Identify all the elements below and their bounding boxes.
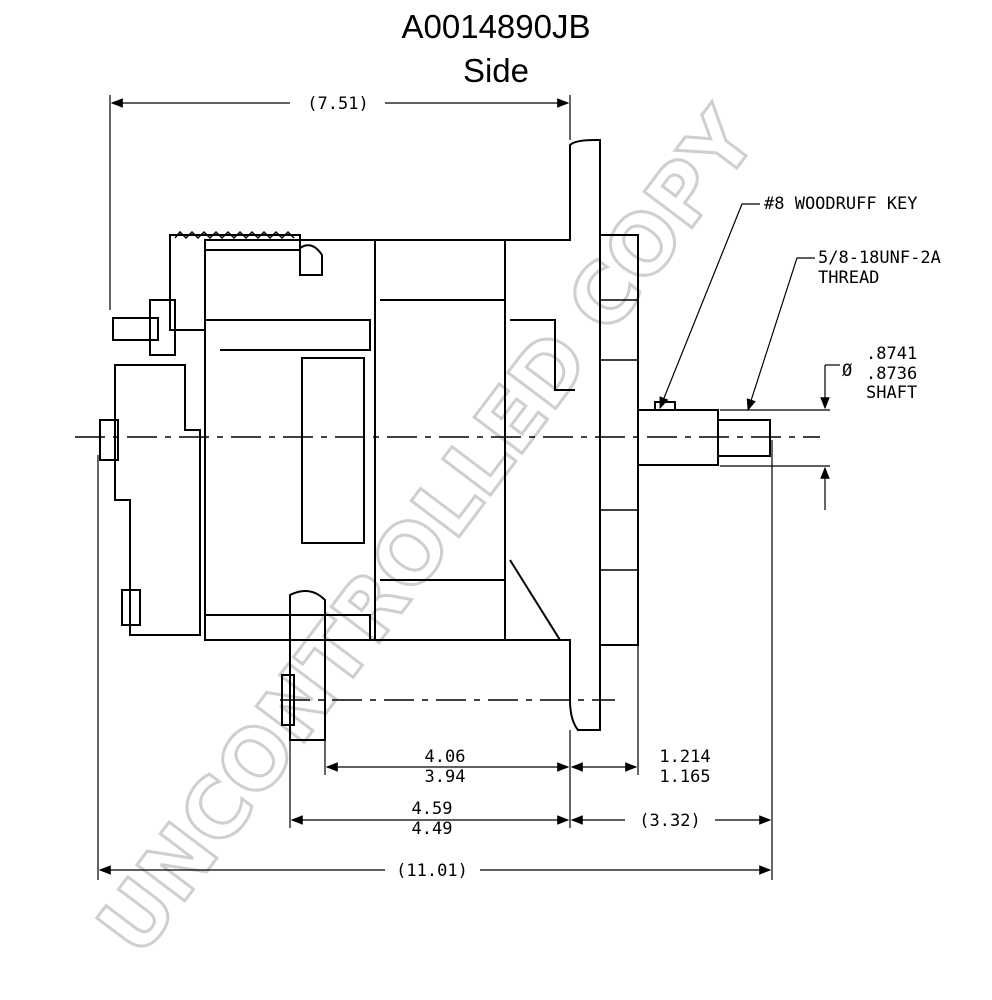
shaft-dia-max: .8741 [866, 344, 917, 364]
output-terminal-stud [112, 317, 159, 341]
dim-mount-a-min: 3.94 [425, 767, 466, 787]
rear-lug-upper [299, 244, 323, 276]
dim-overall-top: (7.51) [307, 94, 368, 114]
part-number-title: A0014890JB [401, 8, 591, 45]
front-bracket-lower [509, 559, 561, 641]
dim-flange-max: 1.214 [659, 747, 710, 767]
woodruff-key [654, 401, 676, 411]
thread-callout-line2: THREAD [818, 268, 879, 288]
shaft [637, 409, 719, 466]
dim-overall-bottom: (11.01) [396, 861, 468, 881]
thread-callout-line1: 5/8-18UNF-2A [818, 248, 941, 268]
front-housing [504, 139, 601, 731]
brace-upper [205, 319, 371, 351]
cooling-fins [174, 230, 295, 240]
bolt-head-rear [99, 419, 119, 461]
dim-mount-b-max: 4.59 [412, 799, 453, 819]
front-bracket-upper [510, 319, 575, 391]
alternator-body [75, 95, 830, 880]
dim-flange-min: 1.165 [659, 767, 710, 787]
brace-lower [205, 614, 371, 640]
stator-label-plate [301, 357, 365, 544]
diameter-symbol: Ø [842, 361, 852, 381]
bolt-head-lower [121, 589, 141, 626]
view-title: Side [462, 52, 530, 89]
dim-mount-a-max: 4.06 [425, 747, 466, 767]
shaft-label: SHAFT [866, 383, 917, 403]
watermark: UNCONTROLLED COPY [80, 92, 776, 972]
woodruff-key-callout: #8 WOODRUFF KEY [764, 194, 918, 214]
terminal-nut [149, 299, 176, 356]
rear-terminal-block [169, 234, 301, 331]
regulator-housing [114, 364, 201, 636]
mounting-foot [289, 590, 326, 741]
shaft-thread [717, 419, 771, 457]
dim-shaft-extension: (3.32) [639, 811, 700, 831]
dim-mount-b-min: 4.49 [412, 819, 453, 839]
shaft-dia-min: .8736 [866, 364, 917, 384]
dimension-lines [98, 98, 840, 875]
